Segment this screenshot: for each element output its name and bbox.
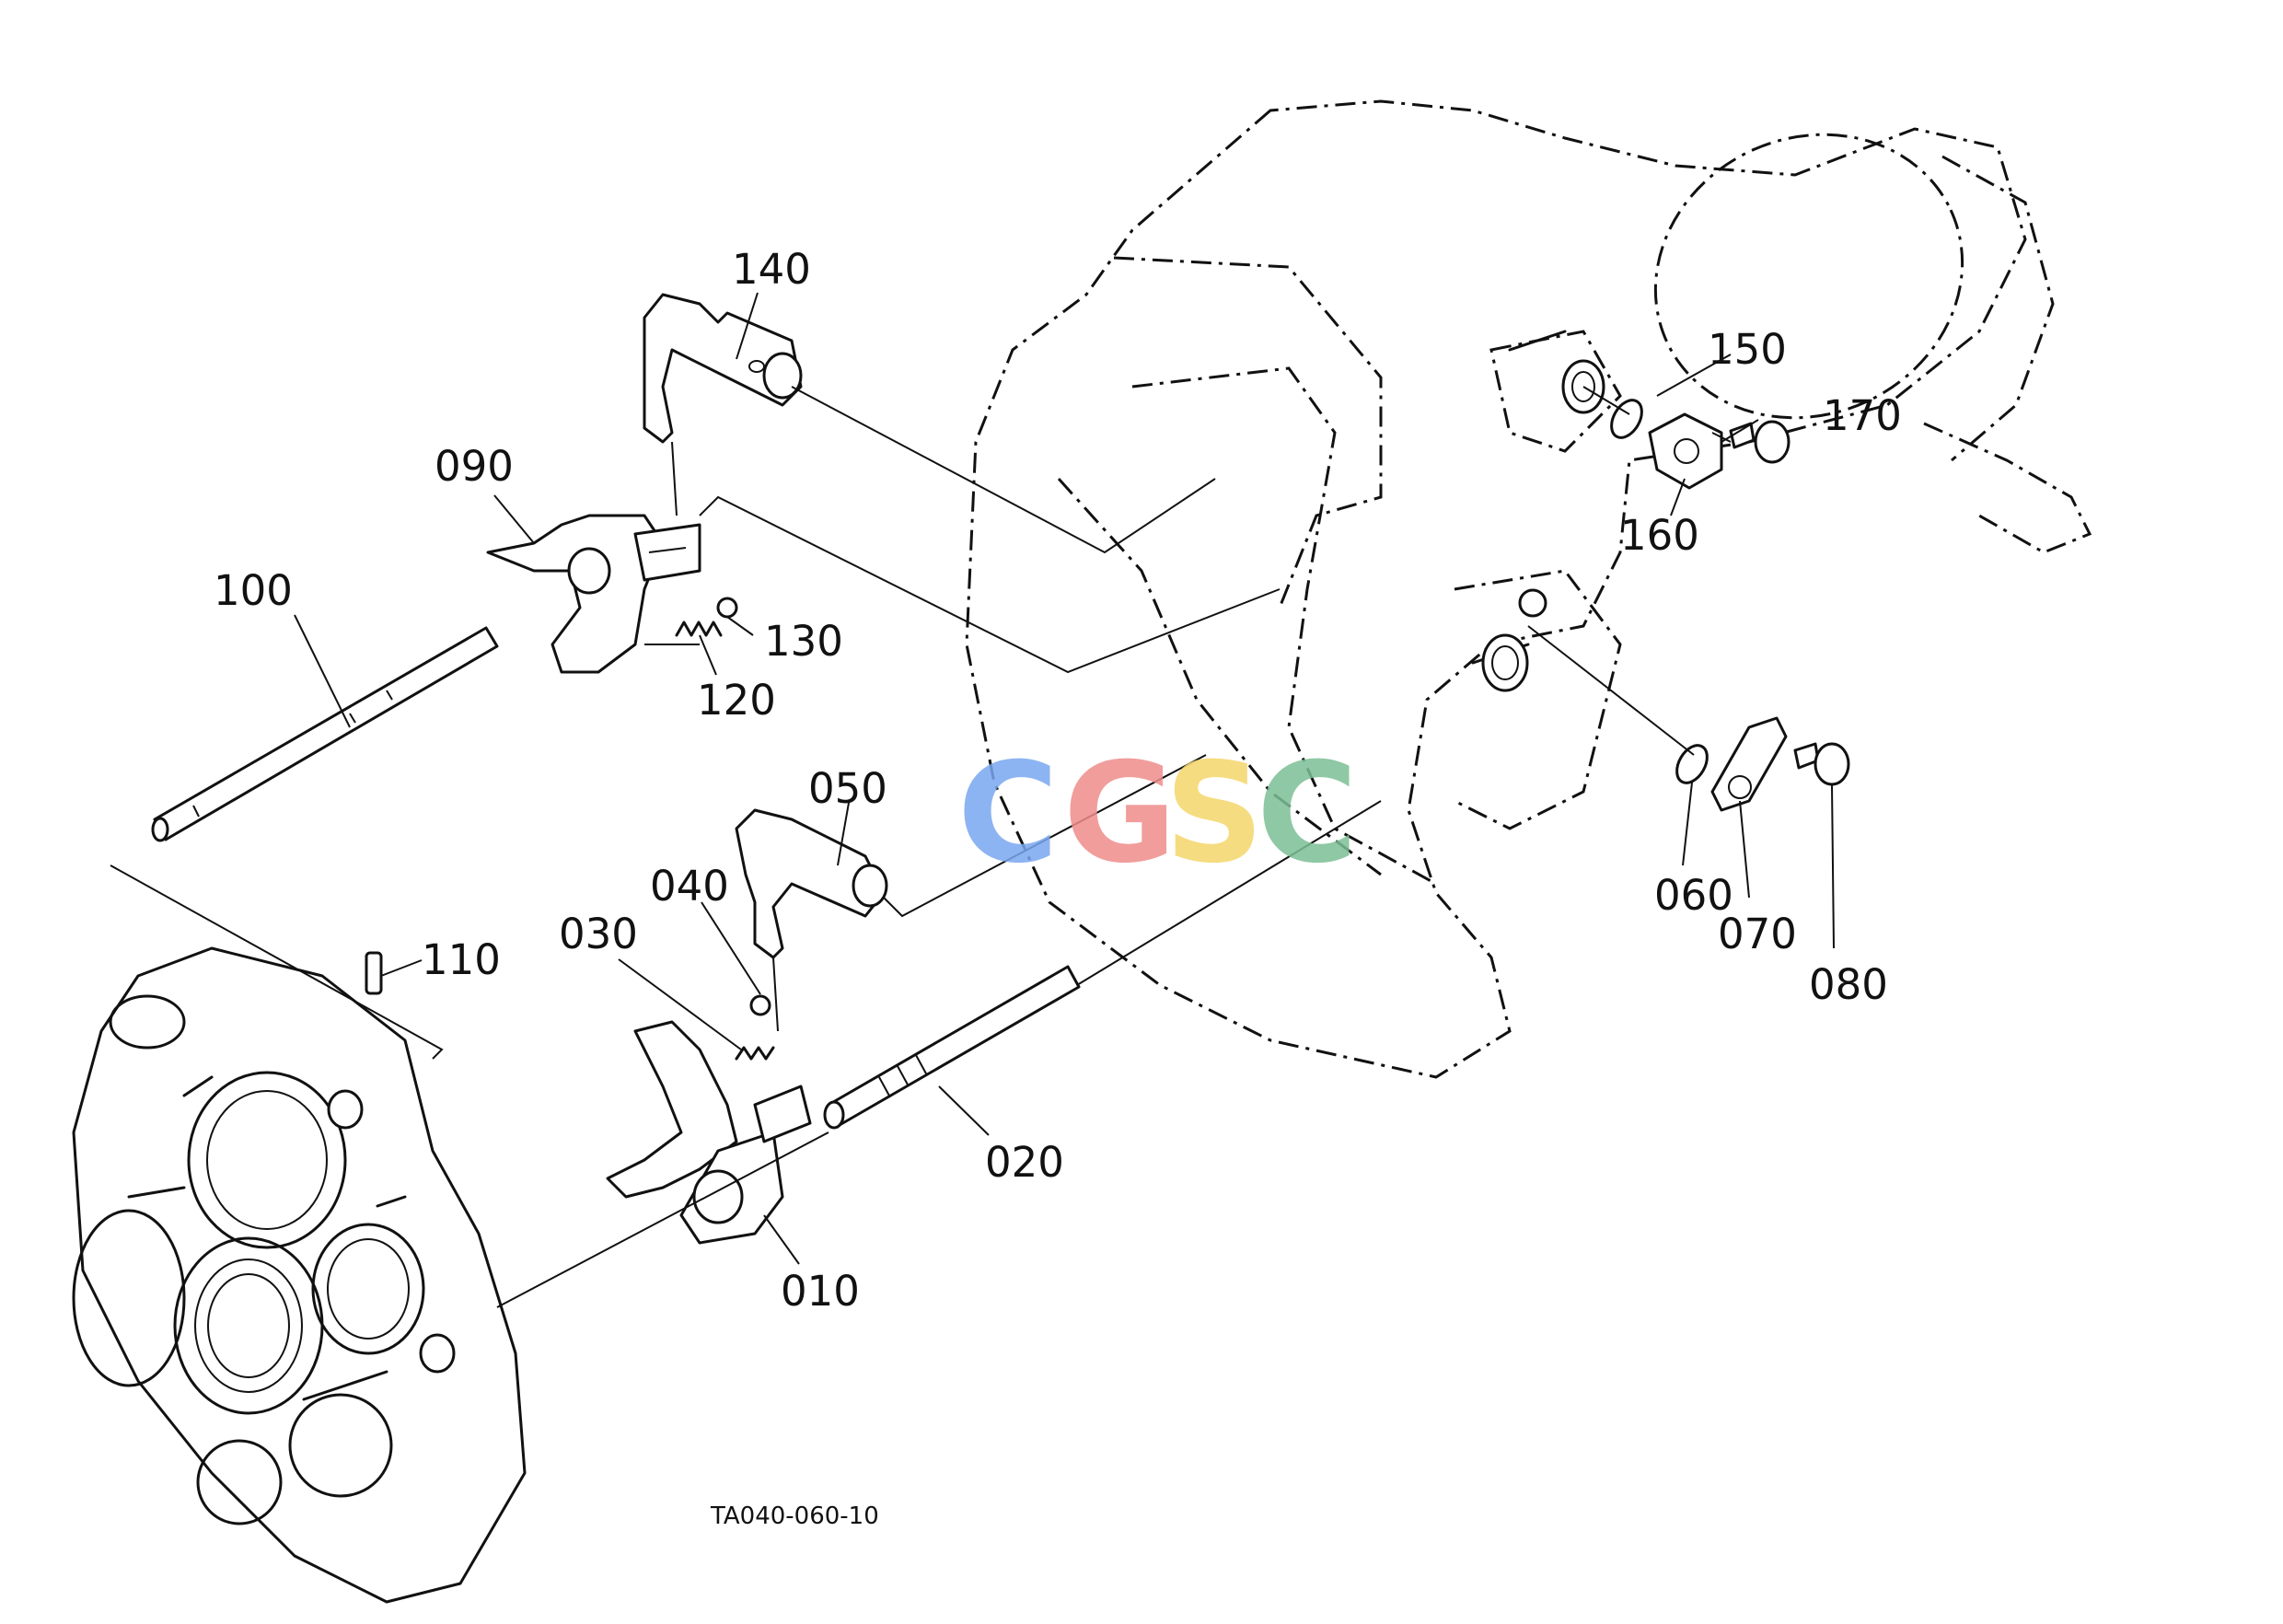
watermark-letter-g: G	[1063, 734, 1176, 894]
part-040-ball	[749, 994, 771, 1016]
watermark-letter-s: S	[1165, 734, 1264, 894]
watermark-letter-c2: C	[1257, 734, 1358, 894]
part-030-spring	[735, 1046, 775, 1061]
cgsc-watermark: C G S C	[957, 734, 1358, 894]
label-080: 080	[1809, 960, 1888, 1009]
front-cover-plate	[72, 946, 527, 1604]
part-090-shift-fork	[486, 514, 701, 674]
part-010-shift-fork	[606, 1020, 812, 1245]
label-020: 020	[985, 1138, 1064, 1187]
transmission-housing	[965, 99, 2092, 1079]
label-120: 120	[697, 676, 776, 725]
label-030: 030	[559, 910, 638, 958]
part-100-shift-rod	[151, 626, 499, 842]
part-170-bolt	[1729, 420, 1790, 464]
watermark-letter-c1: C	[957, 734, 1059, 894]
part-070-plate	[1710, 716, 1788, 812]
drawing-code: TA040-060-10	[710, 1502, 879, 1530]
part-080-bolt	[1793, 742, 1850, 786]
part-020-shift-rod	[823, 965, 1081, 1130]
part-140-shift-arm	[643, 293, 803, 444]
part-150-o-ring	[1610, 399, 1643, 439]
label-150: 150	[1708, 325, 1787, 374]
label-050: 050	[808, 764, 887, 813]
label-110: 110	[422, 935, 501, 984]
label-040: 040	[650, 862, 729, 911]
part-130-ball	[716, 597, 738, 619]
label-160: 160	[1620, 511, 1699, 560]
leader-lines	[294, 292, 1835, 1265]
part-060-o-ring	[1675, 744, 1709, 784]
label-060: 060	[1654, 871, 1733, 920]
label-130: 130	[764, 617, 843, 666]
label-010: 010	[781, 1267, 860, 1316]
label-090: 090	[435, 442, 514, 491]
assembly-reference-lines	[110, 386, 1732, 1308]
label-140: 140	[732, 245, 811, 294]
label-070: 070	[1718, 910, 1797, 958]
part-050-shift-arm	[735, 808, 888, 959]
label-100: 100	[214, 566, 293, 615]
part-110-pin	[365, 951, 383, 995]
part-120-spring	[675, 621, 723, 637]
part-160-plate	[1648, 412, 1723, 490]
part-labels: 140 090 100 130 120 150 170 160 050 040 …	[214, 245, 1902, 1316]
label-170: 170	[1823, 391, 1902, 440]
